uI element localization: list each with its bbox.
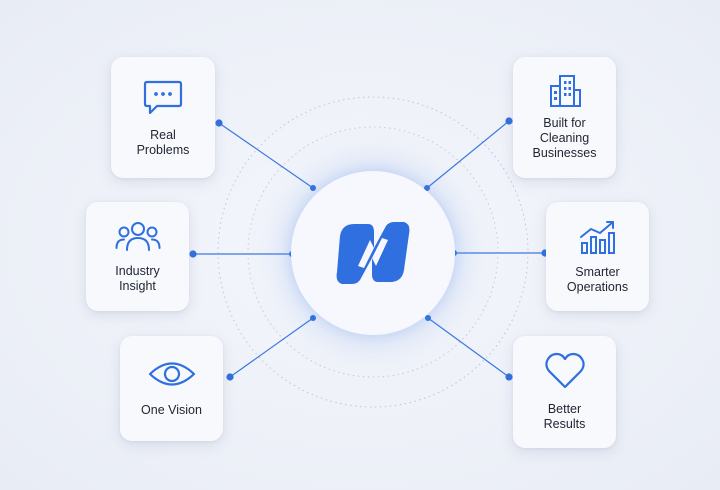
dot-better-results-inner: [425, 315, 431, 321]
connector-better-results: [427, 317, 510, 378]
card-label-real-problems: Real Problems: [136, 127, 190, 157]
central-hub: [291, 171, 455, 335]
connector-built-for-cleaning: [426, 120, 510, 189]
card-label-industry-insight: Industry Insight: [115, 263, 160, 293]
outer-dotted-ring: [217, 96, 529, 408]
card-one-vision: One Vision: [120, 336, 223, 441]
dot-real-problems-inner: [310, 185, 316, 191]
card-label-one-vision: One Vision: [141, 403, 202, 417]
connector-real-problems: [218, 122, 314, 189]
dot-real-problems-outer: [215, 119, 223, 127]
dot-better-results-outer: [505, 373, 513, 381]
card-smarter-operations: Smarter Operations: [546, 202, 649, 311]
card-better-results: Better Results: [513, 336, 616, 448]
card-industry-insight: Industry Insight: [86, 202, 189, 311]
stylized-n-logo-icon: [336, 222, 410, 284]
building-icon: [549, 75, 581, 107]
dot-industry-insight-outer: [189, 250, 197, 258]
card-label-smarter-operations: Smarter Operations: [566, 264, 629, 294]
dot-one-vision-inner: [310, 315, 316, 321]
dot-one-vision-outer: [226, 373, 234, 381]
card-label-better-results: Better Results: [543, 402, 586, 431]
connector-one-vision: [229, 317, 314, 378]
dot-built-for-cleaning-outer: [505, 117, 513, 125]
heart-icon: [544, 352, 585, 389]
card-label-built-for-cleaning: Built for Cleaning Businesses: [532, 116, 597, 160]
chat-bubble-icon: [143, 80, 183, 114]
card-built-for-cleaning: Built for Cleaning Businesses: [513, 57, 616, 178]
people-group-icon: [115, 221, 160, 251]
card-real-problems: Real Problems: [111, 57, 215, 178]
growth-chart-icon: [579, 220, 615, 254]
middle-dotted-ring: [247, 126, 499, 378]
eye-icon: [148, 362, 195, 386]
